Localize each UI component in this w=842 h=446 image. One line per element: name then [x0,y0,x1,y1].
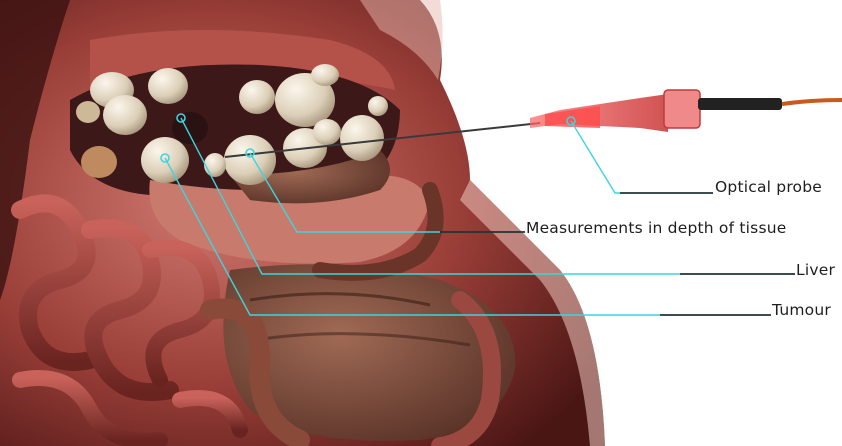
leader-line-optical-probe [571,121,713,193]
label-measurements: Measurements in depth of tissue [526,219,786,237]
label-tumour: Tumour [772,301,831,319]
label-liver: Liver [796,261,835,279]
label-optical-probe: Optical probe [715,178,822,196]
